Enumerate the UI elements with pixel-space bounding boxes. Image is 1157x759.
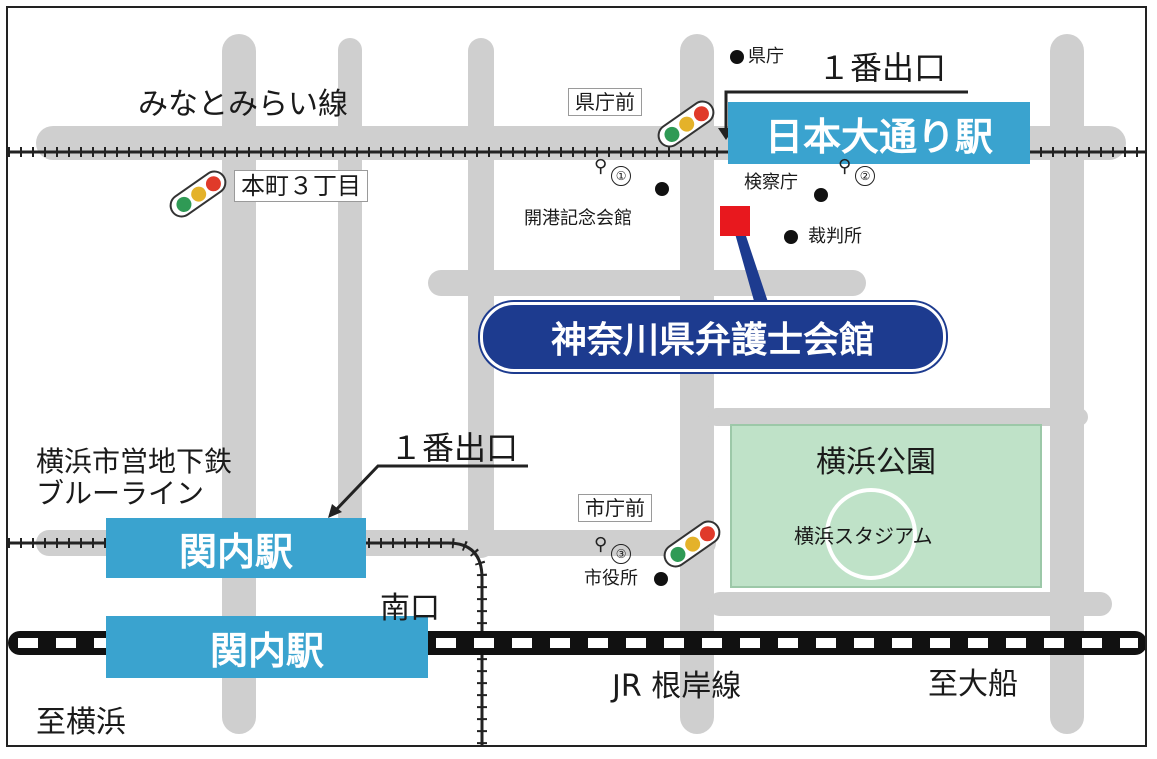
bus-stop-2: ⚲ ②	[838, 156, 876, 186]
signal-green-icon	[666, 543, 688, 565]
bus-stop-icon: ⚲	[594, 534, 608, 555]
bus-stop-number: ①	[611, 166, 632, 186]
minatomirai-line-label: みなとみらい線	[138, 87, 348, 122]
bus-stop-icon: ⚲	[594, 156, 608, 177]
signal-green-icon	[660, 123, 682, 145]
shichomae-intersection-label: 市庁前	[578, 494, 652, 522]
honcho3-intersection-label: 本町３丁目	[234, 170, 368, 202]
road	[338, 38, 362, 528]
kencho-dot	[730, 50, 744, 64]
destination-label[interactable]: 神奈川県弁護士会館	[480, 302, 946, 372]
saibansho-dot	[784, 230, 798, 244]
bus-stop-3: ⚲ ③	[594, 534, 632, 564]
destination-pointer	[734, 230, 770, 308]
exit1-left-label: １番出口	[390, 429, 519, 467]
bus-stop-1: ⚲ ①	[594, 156, 632, 186]
kencho-label: 県庁	[748, 46, 784, 67]
kensatsucho-label: 検察庁	[744, 172, 798, 193]
bus-stop-number: ②	[855, 166, 876, 186]
road	[708, 592, 1112, 616]
blue-line-rail	[8, 541, 484, 745]
kaiko-kinenkan-dot	[655, 182, 669, 196]
map: 日本大通り駅 関内駅 関内駅 神奈川県弁護士会館 ⚲ ① ⚲ ② ⚲ ③ みなと…	[6, 6, 1147, 747]
south-exit-label: 南口	[380, 591, 440, 626]
signal-green-icon	[172, 193, 194, 215]
stadium-circle	[825, 488, 917, 580]
kensatsucho-dot	[814, 188, 828, 202]
exit1-left-arrowhead	[328, 504, 342, 518]
road	[468, 38, 494, 558]
saibansho-label: 裁判所	[808, 226, 862, 247]
bus-stop-icon: ⚲	[838, 156, 852, 177]
to-yokohama-label: 至横浜	[36, 705, 126, 740]
road	[708, 408, 1088, 426]
shiyakusho-label: 市役所	[584, 568, 638, 589]
kannai-jr-station[interactable]: 関内駅	[106, 616, 428, 678]
exit1-top-arrow	[724, 90, 968, 134]
destination-marker	[720, 206, 750, 236]
kenchomae-intersection-label: 県庁前	[568, 88, 642, 116]
yokohama-park	[730, 424, 1042, 588]
shiyakusho-dot	[654, 572, 668, 586]
kaiko-kinenkan-label: 開港記念会館	[524, 208, 632, 229]
bus-stop-number: ③	[611, 544, 632, 564]
exit1-top-label: １番出口	[818, 49, 947, 87]
blue-line-label-2: ブルーライン	[36, 477, 205, 510]
yokohama-stadium-label: 横浜スタジアム	[794, 524, 933, 548]
to-ofuna-label: 至大船	[928, 667, 1018, 702]
blue-line-label-1: 横浜市営地下鉄	[36, 445, 233, 478]
nihon-odori-station[interactable]: 日本大通り駅	[728, 102, 1030, 164]
yokohama-park-label: 横浜公園	[816, 445, 936, 480]
road	[428, 270, 866, 296]
exit1-left-arrow	[332, 464, 528, 514]
jr-line-label: JR 根岸線	[612, 669, 742, 704]
kannai-subway-station[interactable]: 関内駅	[106, 518, 366, 578]
